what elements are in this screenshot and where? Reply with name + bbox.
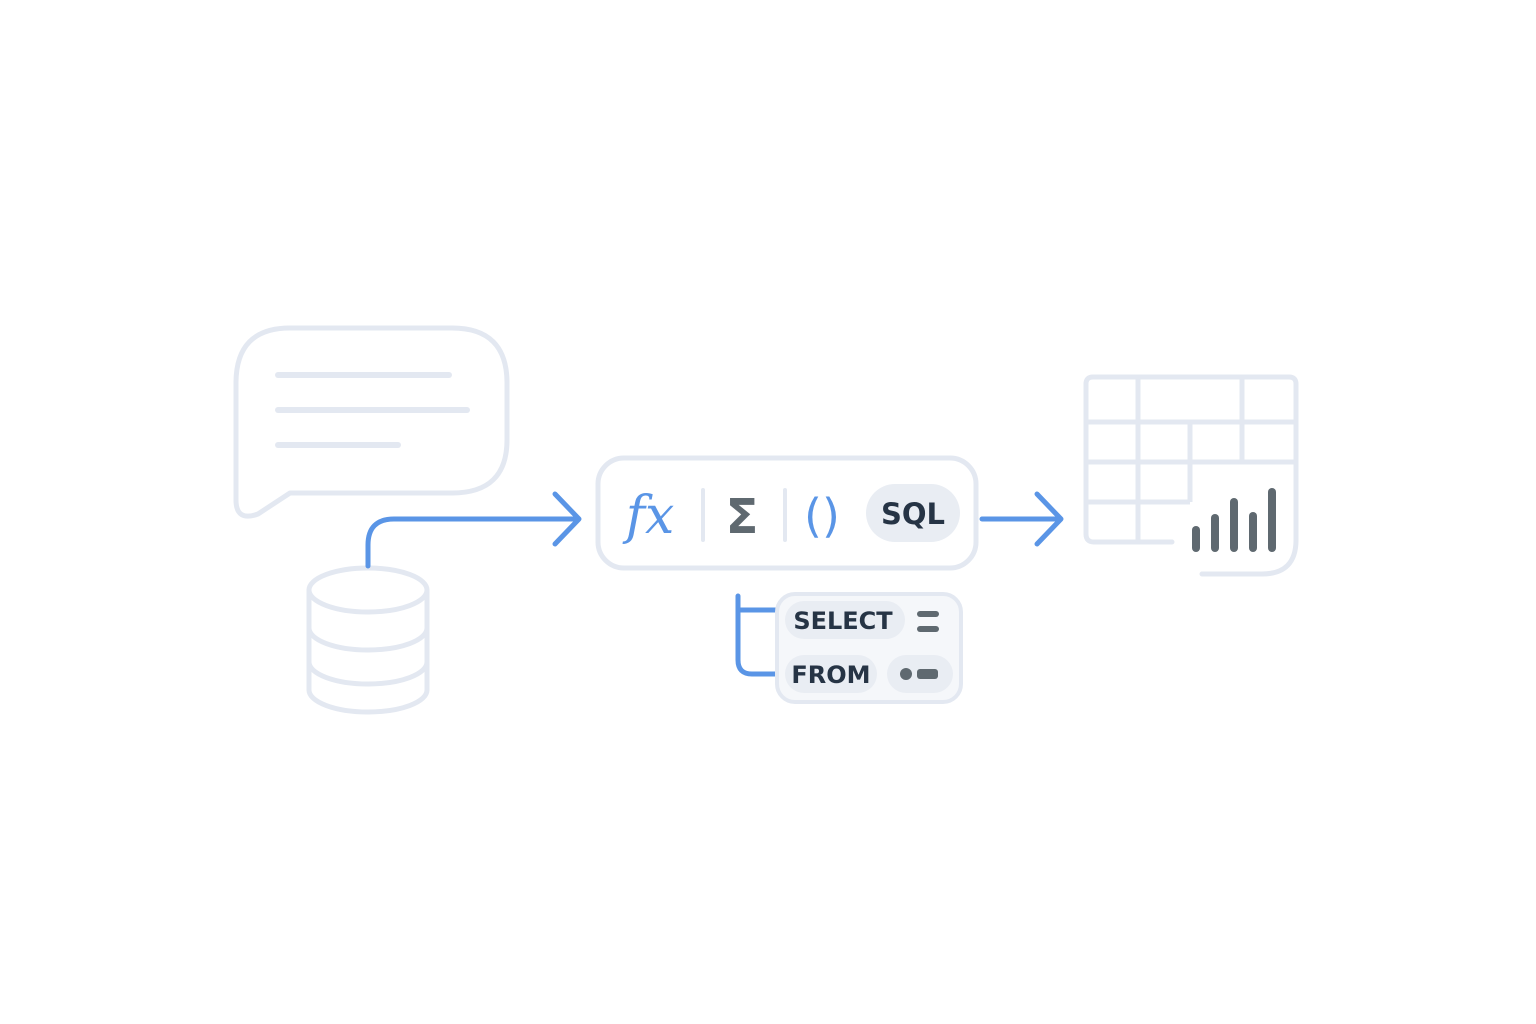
database-icon bbox=[306, 565, 430, 715]
database-ring-2 bbox=[306, 661, 430, 687]
chat-bubble-outline bbox=[233, 325, 510, 519]
formula-bar: fx Σ () SQL bbox=[595, 455, 979, 571]
sql-connector bbox=[735, 593, 779, 677]
from-chip[interactable] bbox=[785, 655, 877, 693]
database-ring-1 bbox=[306, 627, 430, 653]
input-arrow-line bbox=[365, 516, 579, 569]
toggle-icon bbox=[887, 655, 953, 693]
from-keyword: FROM bbox=[791, 661, 870, 689]
select-chip[interactable] bbox=[785, 601, 905, 639]
input-arrow-head bbox=[552, 491, 582, 547]
select-keyword: SELECT bbox=[793, 607, 893, 635]
table-chart-icon bbox=[1083, 374, 1299, 577]
sql-chip-label: SQL bbox=[881, 497, 945, 531]
toggle-dot bbox=[900, 668, 912, 680]
parens-icon: () bbox=[804, 489, 840, 543]
fx-icon: fx bbox=[622, 486, 675, 546]
sql-panel: SELECT FROM bbox=[775, 592, 963, 704]
output-arrow-head bbox=[1034, 491, 1064, 547]
chat-bubble-icon bbox=[233, 325, 510, 519]
toggle-bar bbox=[917, 669, 938, 679]
sigma-icon: Σ bbox=[726, 489, 759, 545]
database-body bbox=[306, 590, 430, 715]
database-top bbox=[306, 565, 430, 615]
input-arrow bbox=[365, 491, 582, 569]
list-lines-icon bbox=[917, 611, 939, 632]
output-arrow bbox=[979, 491, 1064, 547]
table-outline bbox=[1083, 374, 1299, 577]
sql-chip[interactable] bbox=[866, 484, 960, 542]
